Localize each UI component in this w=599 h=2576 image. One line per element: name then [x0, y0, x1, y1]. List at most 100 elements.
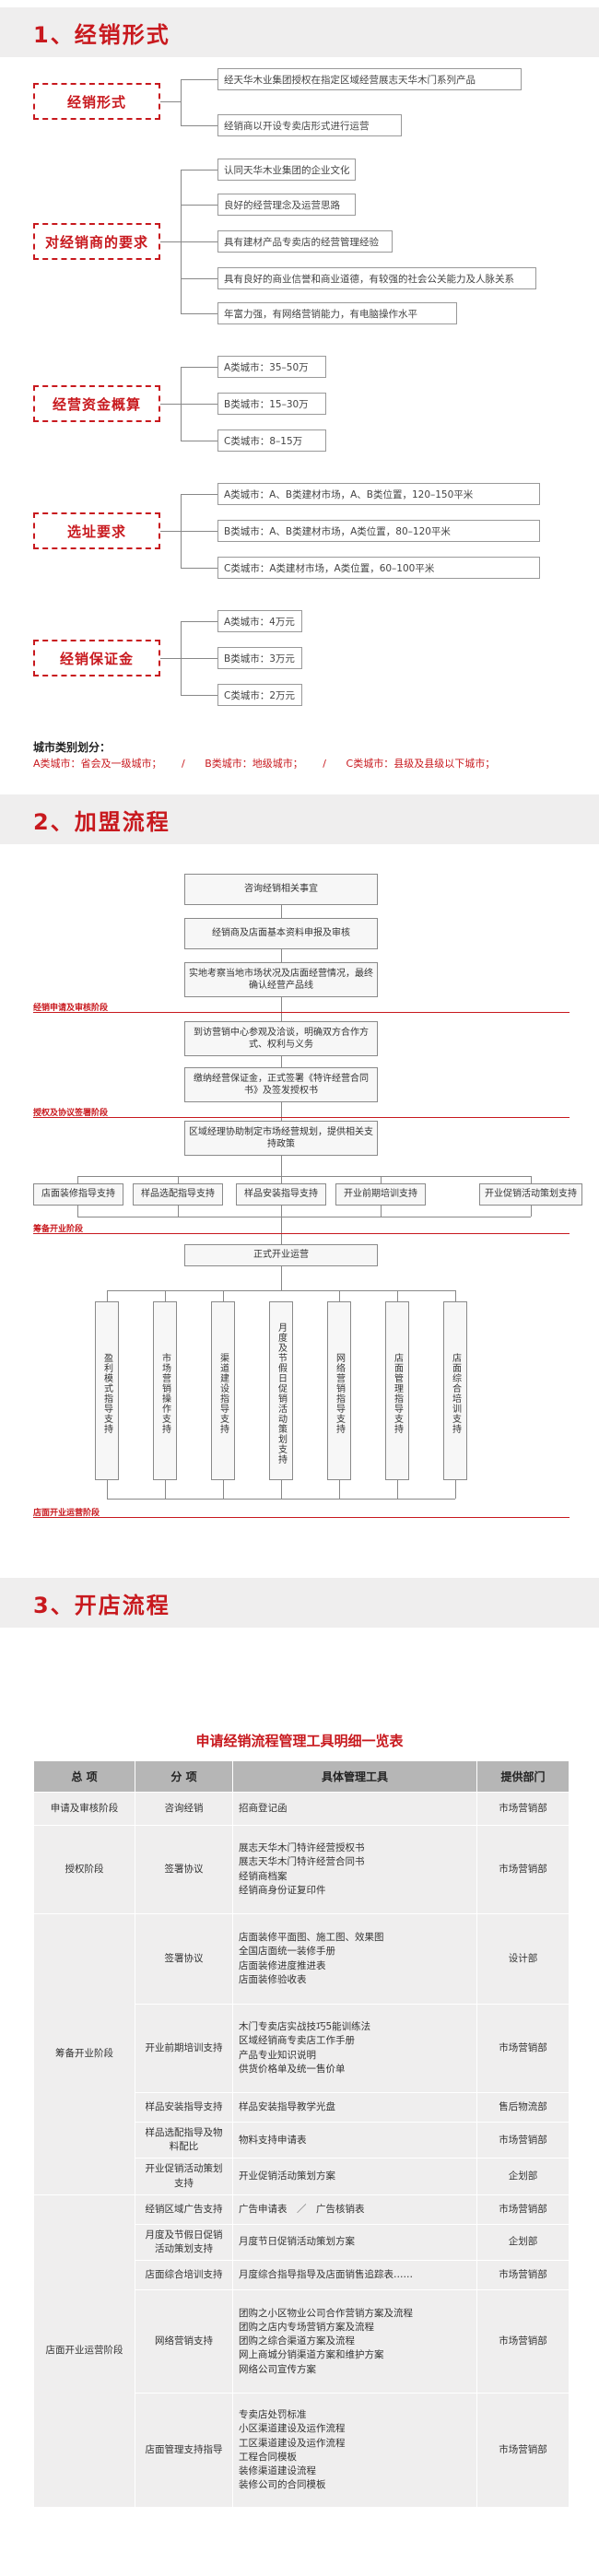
- group-label-capital: 经营资金概算: [33, 385, 160, 422]
- cell-tools: 物料支持申请表: [232, 2121, 477, 2159]
- header-tools: 具体管理工具: [232, 1760, 477, 1793]
- cell-sub: 网络营销支持: [135, 2289, 233, 2394]
- flow-step-1: 咨询经销相关事宜: [184, 874, 378, 905]
- group-item: A类城市：35–50万: [217, 356, 326, 378]
- cell-sub: 月度及节假日促销活动策划支持: [135, 2223, 233, 2262]
- flow-step-4: 到访营销中心参观及洽谈，明确双方合作方式、权利与义务: [184, 1021, 378, 1056]
- cell-sub: 签署协议: [135, 1825, 233, 1914]
- ops-item: 市场营销操作支持: [153, 1301, 177, 1480]
- cell-tools: 月度综合指导指导及店面销售追踪表……: [232, 2260, 477, 2291]
- flow-step-2: 经销商及店面基本资料申报及审核: [184, 918, 378, 949]
- table-row: 样品选配指导及物料配比 物料支持申请表 市场营销部: [34, 2121, 570, 2159]
- tools-table: 总 项 分 项 具体管理工具 提供部门 申请及审核阶段 咨询经销 招商登记函 市…: [33, 1760, 570, 2509]
- cell-tools: 月度节日促销活动策划方案: [232, 2223, 477, 2262]
- group-item: B类城市：3万元: [217, 647, 302, 669]
- ops-item: 月度及节假日促销活动策划支持: [269, 1301, 293, 1480]
- group-item: 经天华木业集团授权在指定区域经营展志天华木门系列产品: [217, 68, 522, 90]
- cell-dept: 售后物流部: [476, 2092, 570, 2123]
- group-item: C类城市：2万元: [217, 684, 302, 706]
- group-item: A类城市：4万元: [217, 610, 302, 632]
- cell-dept: 企划部: [476, 2223, 570, 2262]
- table-row: 店面管理支持指导 专卖店处罚标准 小区渠道建设及运作流程 工区渠道建设及运作流程…: [34, 2393, 570, 2509]
- flow-step-5: 缴纳经营保证金，正式签署《特许经营合同书》及签发授权书: [184, 1067, 378, 1102]
- cell-dept: 市场营销部: [476, 2121, 570, 2159]
- cell-dept: 市场营销部: [476, 2289, 570, 2394]
- section2-header: 2、加盟流程: [0, 794, 599, 844]
- table-row: 店面开业运营阶段 经销区域广告支持 广告申请表 ／ 广告核销表 市场营销部: [33, 2194, 570, 2509]
- cell-sub: 经销区域广告支持: [135, 2194, 233, 2225]
- stage-label-application: 经销申请及审核阶段: [33, 1004, 109, 1013]
- table-title: 申请经销流程管理工具明细一览表: [195, 1733, 404, 1749]
- cell-sub: 咨询经销: [135, 1792, 233, 1826]
- cell-dept: 市场营销部: [476, 1825, 570, 1914]
- cell-dept: 市场营销部: [476, 1792, 570, 1826]
- connector: [181, 79, 182, 125]
- city-category-c: C类城市：县级及县级以下城市；: [346, 758, 496, 770]
- group-item: B类城市：A、B类建材市场，A类位置，80–120平米: [217, 520, 540, 542]
- stage-label-operation: 店面开业运营阶段: [33, 1509, 100, 1518]
- cell-main: 申请及审核阶段: [33, 1792, 135, 1826]
- header-main: 总 项: [33, 1760, 135, 1793]
- table-row: 开业促销活动策划支持 开业促销活动策划方案 企划部: [34, 2158, 570, 2195]
- table-row: 店面综合培训支持 月度综合指导指导及店面销售追踪表…… 市场营销部: [34, 2260, 570, 2291]
- cell-sub: 店面管理支持指导: [135, 2393, 233, 2509]
- table-row: 网络营销支持 团购之小区物业公司合作营销方案及流程 团购之店内专场营销方案及流程…: [34, 2289, 570, 2394]
- ops-item: 店面综合培训支持: [443, 1301, 467, 1480]
- table-header-row: 总 项 分 项 具体管理工具 提供部门: [33, 1760, 570, 1793]
- cell-sub: 签署协议: [135, 1913, 233, 2005]
- support-item: 样品选配指导支持: [133, 1183, 223, 1206]
- support-item: 样品安装指导支持: [236, 1183, 326, 1206]
- group-item: 经销商以开设专卖店形式进行运营: [217, 114, 402, 136]
- separator: /: [182, 758, 185, 770]
- group-item: B类城市：15–30万: [217, 393, 326, 415]
- cell-dept: 市场营销部: [476, 2004, 570, 2093]
- cell-tools: 木门专卖店实战技巧5能训练法 区域经销商专卖店工作手册 产品专业知识说明 供货价…: [232, 2004, 477, 2093]
- city-category-row: A类城市：省会及一级城市； / B类城市：地级城市； / C类城市：县级及县级以…: [33, 756, 511, 770]
- connector: [160, 101, 181, 102]
- cell-tools: 开业促销活动策划方案: [232, 2158, 477, 2195]
- group-item: C类城市：8–15万: [217, 429, 326, 452]
- section3-title: 3、开店流程: [33, 1593, 170, 1618]
- section1-title: 1、经销形式: [33, 22, 170, 48]
- cell-main: 店面开业运营阶段: [33, 2194, 135, 2509]
- cell-tools: 展志天华木门特许经营授权书 展志天华木门特许经营合同书 经销商档案 经销商身份证…: [232, 1825, 477, 1914]
- cell-main: 授权阶段: [33, 1825, 135, 1914]
- table-row: 月度及节假日促销活动策划支持 月度节日促销活动策划方案 企划部: [34, 2223, 570, 2262]
- cell-sub: 开业促销活动策划支持: [135, 2158, 233, 2195]
- cell-sub: 开业前期培训支持: [135, 2004, 233, 2093]
- ops-item: 店面管理指导支持: [385, 1301, 409, 1480]
- city-category-a: A类城市：省会及一级城市；: [33, 758, 162, 770]
- cell-tools: 广告申请表 ／ 广告核销表: [232, 2194, 477, 2225]
- support-item: 开业前期培训支持: [335, 1183, 426, 1206]
- section1-header: 1、经销形式: [0, 7, 599, 57]
- cell-sub: 样品安装指导支持: [135, 2092, 233, 2123]
- cell-sub: 样品选配指导及物料配比: [135, 2121, 233, 2159]
- flow-step-3: 实地考察当地市场状况及店面经营情况，最终确认经营产品线: [184, 962, 378, 997]
- cell-dept: 市场营销部: [476, 2393, 570, 2509]
- table-row: 筹备开业阶段 签署协议 店面装修平面图、施工图、效果图 全国店面统一装修手册 店…: [33, 1913, 570, 2195]
- group-item: A类城市：A、B类建材市场，A、B类位置，120–150平米: [217, 483, 540, 505]
- group-label-sales-form: 经销形式: [33, 83, 160, 120]
- group-item: 具有良好的商业信誉和商业道德，有较强的社会公关能力及人脉关系: [217, 267, 536, 289]
- cell-dept: 市场营销部: [476, 2194, 570, 2225]
- group-label-deposit: 经销保证金: [33, 640, 160, 676]
- cell-tools: 团购之小区物业公司合作营销方案及流程 团购之店内专场营销方案及流程 团购之综合渠…: [232, 2289, 477, 2394]
- city-category-title: 城市类别划分：: [33, 741, 112, 754]
- group-item: 年富力强，有网络营销能力，有电脑操作水平: [217, 302, 457, 324]
- section2-title: 2、加盟流程: [33, 809, 170, 835]
- header-sub: 分 项: [135, 1760, 233, 1793]
- table-row: 授权阶段 签署协议 展志天华木门特许经营授权书 展志天华木门特许经营合同书 经销…: [33, 1825, 570, 1914]
- table-row: 开业前期培训支持 木门专卖店实战技巧5能训练法 区域经销商专卖店工作手册 产品专…: [34, 2004, 570, 2093]
- stage-label-preparation: 筹备开业阶段: [33, 1225, 84, 1234]
- table-row: 申请及审核阶段 咨询经销 招商登记函 市场营销部: [33, 1792, 570, 1826]
- cell-tools: 招商登记函: [232, 1792, 477, 1826]
- section3-header: 3、开店流程: [0, 1578, 599, 1628]
- support-item: 店面装修指导支持: [33, 1183, 123, 1206]
- table-row: 样品安装指导支持 样品安装指导教学光盘 售后物流部: [34, 2092, 570, 2123]
- separator: /: [323, 758, 327, 770]
- group-label-location: 选址要求: [33, 512, 160, 549]
- cell-dept: 设计部: [476, 1913, 570, 2005]
- group-item: C类城市：A类建材市场，A类位置，60–100平米: [217, 557, 540, 579]
- cell-tools: 店面装修平面图、施工图、效果图 全国店面统一装修手册 店面装修进度推进表 店面装…: [232, 1913, 477, 2005]
- cell-dept: 企划部: [476, 2158, 570, 2195]
